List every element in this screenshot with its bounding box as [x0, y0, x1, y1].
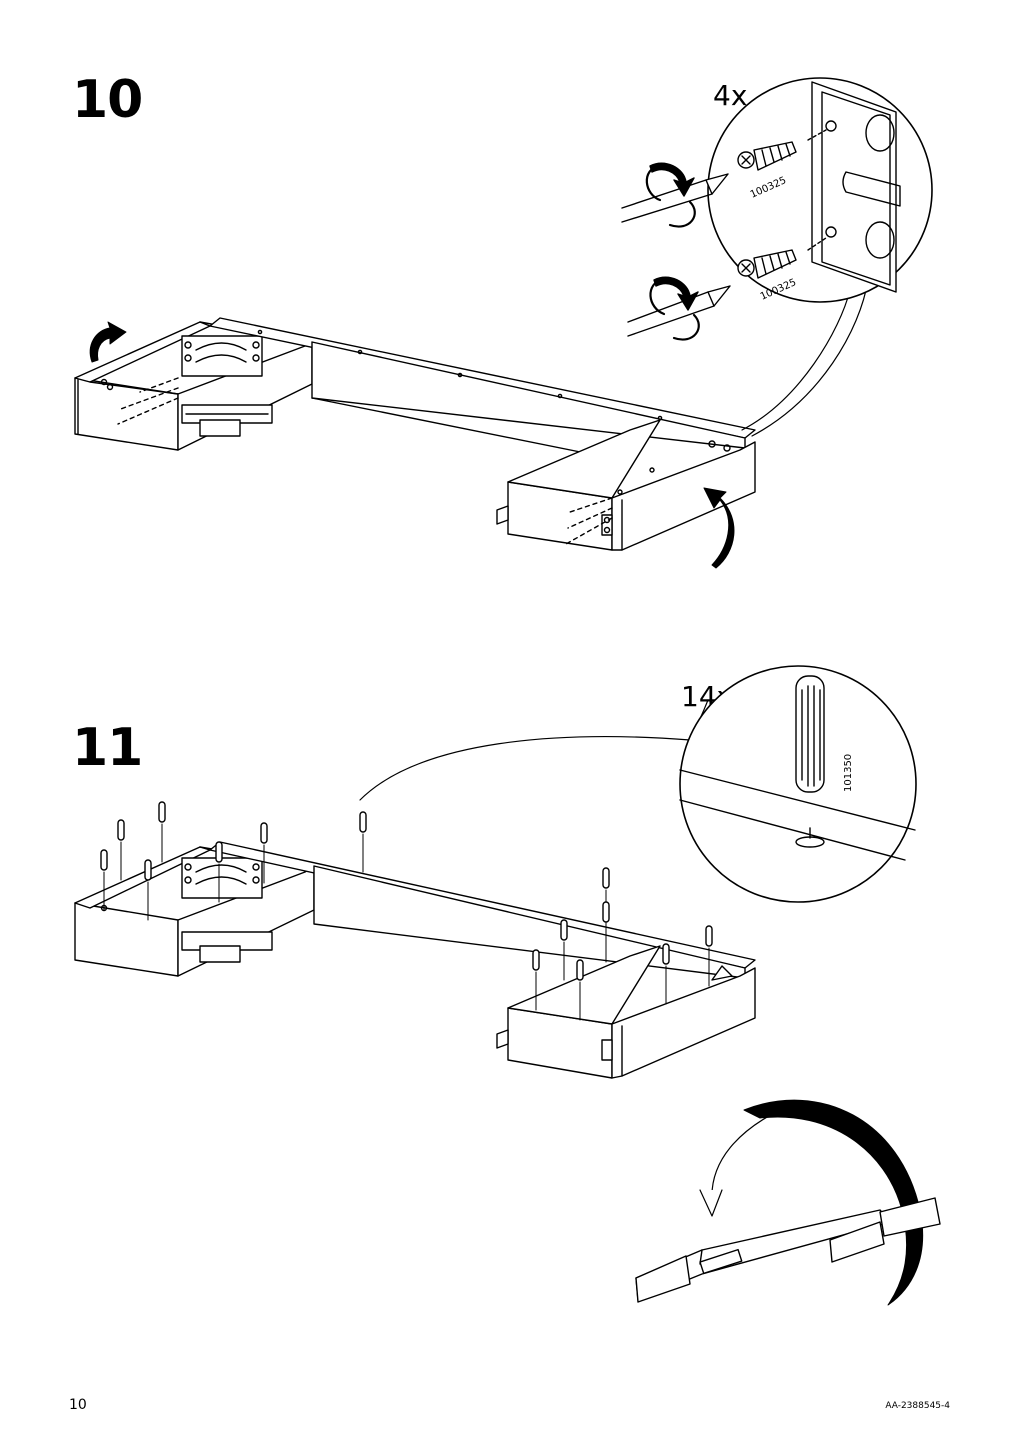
dowel	[359, 811, 367, 833]
step-11-illustration: 101350	[74, 665, 941, 1306]
dowel	[705, 925, 713, 947]
dowel	[215, 841, 223, 863]
frame-right-box	[496, 419, 756, 551]
frame-left-box-11	[74, 846, 315, 977]
flip-over-figure	[635, 1099, 941, 1306]
dowel	[560, 919, 568, 941]
step-10-detail-circle	[621, 77, 933, 341]
dowel	[602, 867, 610, 889]
dowel	[662, 943, 670, 965]
step-11-detail-circle	[679, 665, 917, 903]
dowel	[260, 822, 268, 844]
dowel-part-number: 101350	[843, 754, 854, 792]
dowel	[144, 859, 152, 881]
dowel	[100, 849, 108, 871]
dowel-icon	[795, 675, 825, 793]
screw-icon	[737, 141, 797, 171]
step-10-number: 10	[72, 70, 143, 130]
page-number: 10	[69, 1397, 87, 1413]
step-10-quantity: 4x	[713, 79, 748, 112]
dowel	[158, 801, 166, 823]
rotate-arrow-icon	[703, 487, 735, 569]
screwdriver-icon	[621, 162, 729, 228]
step-10-illustration: 100325 100325	[74, 77, 933, 569]
dowel-icon	[100, 801, 713, 1021]
dowel	[532, 949, 540, 971]
step-11-number: 11	[72, 718, 143, 778]
document-code: AA-2388545-4	[885, 1401, 950, 1411]
flip-over-arrow-icon	[743, 1099, 924, 1306]
dowel	[602, 901, 610, 923]
dowel	[576, 959, 584, 981]
frame-left-box	[74, 321, 313, 451]
screw-icon	[737, 249, 797, 279]
dowel	[117, 819, 125, 841]
rotate-arrow-icon	[89, 321, 127, 363]
screwdriver-icon	[627, 276, 731, 341]
frame-right-box-11	[496, 945, 756, 1079]
